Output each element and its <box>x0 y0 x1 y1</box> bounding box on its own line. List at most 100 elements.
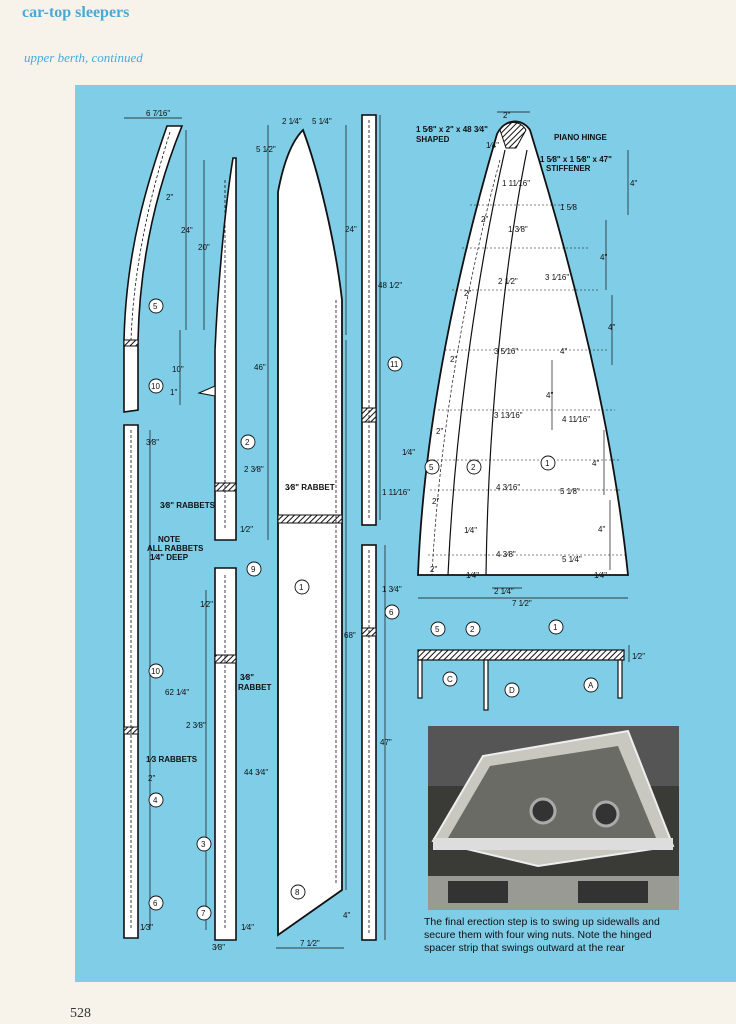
dim-label: 4" <box>592 459 599 468</box>
rabbets-label: 1⁄3 RABBETS <box>146 755 198 764</box>
dim-label: 2" <box>432 497 439 506</box>
dim-label: 44 3⁄4" <box>244 768 268 777</box>
dim-label: 1⁄4" <box>241 923 254 932</box>
dim-label: 1⁄4" <box>402 448 415 457</box>
dim-label: 4" <box>608 323 615 332</box>
dim-label: 2 1⁄2" <box>498 277 518 286</box>
leg-label: A <box>588 681 594 690</box>
cross-section <box>417 649 625 661</box>
dim-label: 1" <box>170 388 177 397</box>
dim-label: 1⁄2" <box>200 600 213 609</box>
dim-label: 2" <box>436 427 443 436</box>
rabbets-label: 3⁄8" RABBETS <box>160 501 216 510</box>
piece-5-upper <box>123 125 184 413</box>
dim-label: 2" <box>503 111 510 120</box>
dim-label: 3⁄8" <box>146 438 159 447</box>
part-number: 11 <box>390 360 399 369</box>
dim-label: 3 5⁄16" <box>494 347 518 356</box>
part-number: 6 <box>389 608 394 617</box>
dim-label: 5 1⁄2" <box>256 145 276 154</box>
dim-label: 46" <box>254 363 266 372</box>
part-number: 4 <box>153 796 158 805</box>
dim-label: 4" <box>600 253 607 262</box>
part-number: 3 <box>201 840 206 849</box>
dim-label: 2 1⁄4" <box>494 587 514 596</box>
dim-label: 3 13⁄16" <box>494 411 523 420</box>
rabbet-hatch <box>123 339 139 347</box>
dim-label: 1⁄4" <box>486 141 499 150</box>
page-number: 528 <box>70 1006 91 1021</box>
dim-label: 2 3⁄8" <box>244 465 264 474</box>
photo-sleeper-erected <box>428 726 679 910</box>
part-number: 5 <box>435 625 440 634</box>
dim-label: 4 3⁄16" <box>496 483 520 492</box>
part-number: 8 <box>295 888 300 897</box>
dim-label: 1 3⁄4" <box>382 585 402 594</box>
dim-label: 20" <box>198 243 210 252</box>
rabbet-label: RABBET <box>238 683 271 692</box>
dim-label: 1 11⁄16" <box>382 488 410 497</box>
dim-label: 1⁄2" <box>240 525 253 534</box>
part-number: 2 <box>245 438 250 447</box>
dim-label: 24" <box>345 225 357 234</box>
part-number: 1 <box>553 623 558 632</box>
dim-label: 1 11⁄16" <box>502 179 530 188</box>
leg-label: D <box>509 686 515 695</box>
part-number: 5 <box>429 463 434 472</box>
page-header-title: car-top sleepers <box>22 4 130 21</box>
piano-hinge-label: PIANO HINGE <box>554 133 608 142</box>
piece-1 <box>277 128 343 937</box>
dim-label: 3⁄8" <box>212 943 225 952</box>
dim-label: 2" <box>464 289 471 298</box>
dim-label: 5 1⁄8" <box>560 487 580 496</box>
note-label: ALL RABBETS <box>147 544 204 553</box>
stiffener-label: 1 5⁄8" x 1 5⁄8" x 47" <box>540 155 612 164</box>
part-number: 2 <box>470 625 475 634</box>
dim-label: 7 1⁄2" <box>512 599 532 608</box>
part-number: 1 <box>545 459 550 468</box>
piece-3 <box>214 567 237 941</box>
dim-label: 2" <box>148 774 155 783</box>
dim-label: 4" <box>598 525 605 534</box>
dim-label: 47" <box>380 738 392 747</box>
dim-label: 2" <box>166 193 173 202</box>
dim-label: 2" <box>481 215 488 224</box>
part-number: 7 <box>201 909 206 918</box>
part-number: 10 <box>151 382 160 391</box>
dim-label: 4" <box>343 911 350 920</box>
shaped-label: 1 5⁄8" x 2" x 48 3⁄4" <box>416 125 488 134</box>
dim-label: 1 5⁄8 <box>560 203 577 212</box>
part-number: 10 <box>151 667 160 676</box>
dim-label: 1⁄4" <box>466 571 479 580</box>
part-number: 2 <box>471 463 476 472</box>
dim-label: 4 11⁄16" <box>562 415 590 424</box>
page-header-subtitle: upper berth, continued <box>24 50 143 65</box>
dim-label: 1⁄4" <box>594 571 607 580</box>
part-number: 1 <box>299 583 304 592</box>
part-number: 9 <box>251 565 256 574</box>
dim-label: 1 3⁄8" <box>508 225 528 234</box>
dim-label: 2 3⁄8" <box>186 721 206 730</box>
stiffener-label: STIFFENER <box>546 164 591 173</box>
piece-2 <box>214 157 237 541</box>
rabbet-main-label: 3⁄8" RABBET <box>285 483 335 492</box>
dim-label: 6 7⁄16" <box>146 109 170 118</box>
dim-label: 1⁄4" <box>464 526 477 535</box>
dim-label: 4" <box>630 179 637 188</box>
part-number: 6 <box>153 899 158 908</box>
dim-label: 7 1⁄2" <box>300 939 320 948</box>
leg-label: C <box>447 675 453 684</box>
note-label: NOTE <box>158 535 181 544</box>
dim-label: 1⁄2" <box>632 652 645 661</box>
note-label: 1⁄4" DEEP <box>150 553 189 562</box>
dim-label: 4" <box>560 347 567 356</box>
dim-label: 48 1⁄2" <box>378 281 402 290</box>
dim-label: 62 1⁄4" <box>165 688 189 697</box>
dim-label: 2 1⁄4" <box>282 117 302 126</box>
dim-label: 10" <box>172 365 184 374</box>
dim-label: 24" <box>181 226 193 235</box>
sidewall-assembly <box>417 120 629 576</box>
dim-label: 3 1⁄16" <box>545 273 569 282</box>
dim-label: 4 3⁄8" <box>496 550 516 559</box>
dim-label: 68" <box>344 631 356 640</box>
